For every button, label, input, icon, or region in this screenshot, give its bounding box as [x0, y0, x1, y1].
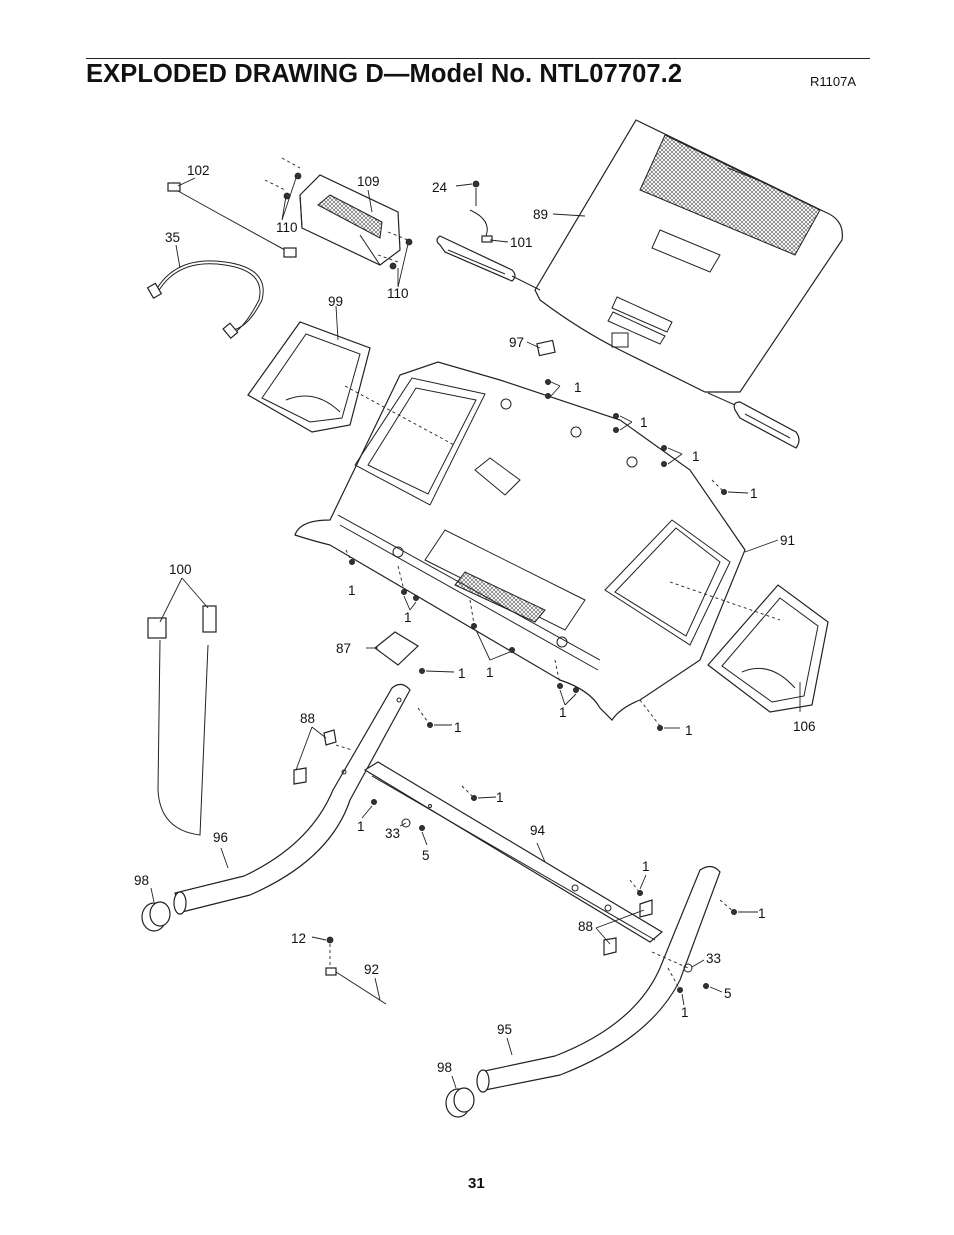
callout-1d: 1 — [750, 486, 758, 501]
callout-88a: 88 — [300, 711, 315, 726]
callout-101: 101 — [510, 235, 533, 250]
brackets-88 — [293, 729, 653, 956]
callout-1i: 1 — [559, 705, 567, 720]
cable-35 — [146, 260, 264, 340]
callout-100: 100 — [169, 562, 192, 577]
callout-109: 109 — [357, 174, 380, 189]
callout-1g: 1 — [458, 666, 466, 681]
motor-controller-109 — [299, 174, 401, 266]
callout-33a: 33 — [385, 826, 400, 841]
wire-92 — [325, 936, 387, 1005]
callout-92: 92 — [364, 962, 379, 977]
shroud-100 — [147, 605, 217, 836]
assembly-lines — [335, 385, 781, 991]
callout-106: 106 — [793, 719, 816, 734]
callout-5b: 5 — [724, 986, 732, 1001]
console-base-91 — [294, 361, 746, 721]
callout-1e: 1 — [348, 583, 356, 598]
callout-33b: 33 — [706, 951, 721, 966]
callout-98a: 98 — [134, 873, 149, 888]
callouts: 102 109 24 89 110 35 101 110 99 97 1 1 1… — [134, 163, 816, 1075]
callout-1k: 1 — [454, 720, 462, 735]
callout-1p: 1 — [681, 1005, 689, 1020]
callout-1j: 1 — [685, 723, 693, 738]
leader-lines — [150, 177, 801, 1089]
header-rule — [86, 58, 870, 59]
page-number: 31 — [468, 1175, 485, 1192]
callout-98b: 98 — [437, 1060, 452, 1075]
callout-1o: 1 — [758, 906, 766, 921]
callout-5a: 5 — [422, 848, 430, 863]
cup-holder-106 — [707, 584, 829, 713]
callout-87: 87 — [336, 641, 351, 656]
callout-35: 35 — [165, 230, 180, 245]
callout-102: 102 — [187, 163, 210, 178]
reed-switch-101 — [469, 180, 493, 243]
crossbar-94 — [363, 761, 664, 943]
console-top-89 — [534, 119, 843, 393]
callout-99: 99 — [328, 294, 343, 309]
cup-holder-99 — [247, 321, 371, 433]
callout-1f: 1 — [404, 610, 412, 625]
callout-97: 97 — [509, 335, 524, 350]
callout-1a: 1 — [574, 380, 582, 395]
cover-87 — [374, 631, 419, 666]
callout-1c: 1 — [692, 449, 700, 464]
pad-97 — [536, 339, 556, 357]
upright-95 — [476, 865, 721, 1093]
callout-1b: 1 — [640, 415, 648, 430]
upright-96 — [173, 683, 411, 915]
callout-110a: 110 — [276, 220, 298, 235]
callout-1l: 1 — [496, 790, 504, 805]
callout-1n: 1 — [642, 859, 650, 874]
page-title: EXPLODED DRAWING D—Model No. NTL07707.2 — [86, 60, 683, 88]
callout-110b: 110 — [387, 286, 409, 301]
callout-1h: 1 — [486, 665, 494, 680]
right-handle-grip — [707, 392, 800, 449]
end-caps-98 — [141, 901, 475, 1118]
callout-94: 94 — [530, 823, 546, 838]
screws-110 — [264, 157, 413, 270]
callout-91: 91 — [780, 533, 795, 548]
drawing-code: R1107A — [810, 74, 857, 89]
callout-88b: 88 — [578, 919, 593, 934]
callout-89: 89 — [533, 207, 548, 222]
callout-96: 96 — [213, 830, 228, 845]
callout-12: 12 — [291, 931, 306, 946]
callout-24: 24 — [432, 180, 448, 195]
wire-harness-102 — [167, 182, 297, 258]
callout-1m: 1 — [357, 819, 365, 834]
left-handle-grip — [436, 235, 541, 291]
callout-95: 95 — [497, 1022, 512, 1037]
